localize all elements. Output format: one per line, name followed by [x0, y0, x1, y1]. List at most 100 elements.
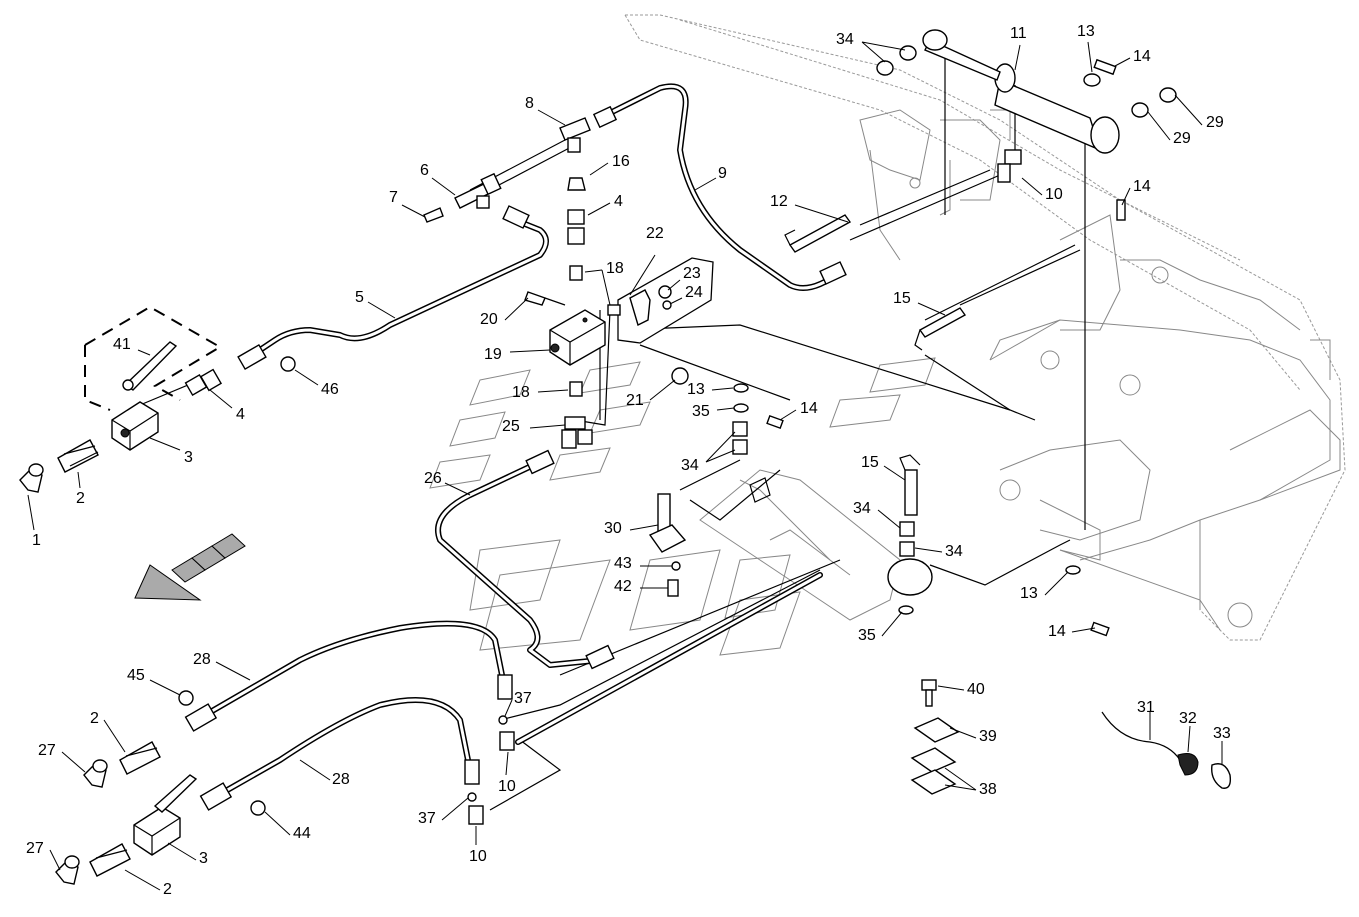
direction-arrow-icon [134, 533, 246, 601]
cylinder-11 [922, 29, 1120, 154]
callout-c25: 25 [502, 418, 520, 435]
bolt-20 [524, 291, 566, 306]
pin-15-upper [914, 307, 967, 351]
callout-c3a: 3 [184, 449, 193, 466]
callout-c34a: 34 [836, 31, 854, 48]
bracket-30 [648, 493, 687, 597]
valve-block-19 [549, 309, 606, 366]
callout-c34d: 34 [945, 543, 963, 560]
dust-cap-27-upper [83, 759, 108, 788]
bushings-34-top [876, 45, 1177, 221]
callout-leaders [27, 41, 1223, 891]
callout-c20: 20 [480, 311, 498, 328]
ball-valve-3-upper [111, 401, 159, 451]
callout-c35b: 35 [858, 627, 876, 644]
callout-c38: 38 [979, 781, 997, 798]
callout-c24: 24 [685, 284, 703, 301]
fittings-side [607, 285, 689, 385]
callout-c3b: 3 [199, 850, 208, 867]
callout-c2b: 2 [90, 710, 99, 727]
callout-c2c: 2 [163, 881, 172, 898]
adapter-4-upper [184, 368, 223, 397]
callout-c1: 1 [32, 532, 41, 549]
bolt-40 [921, 679, 937, 707]
plate-39 [913, 717, 960, 743]
callout-c32: 32 [1179, 710, 1197, 727]
callout-c28b: 28 [332, 771, 350, 788]
callout-c29b: 29 [1173, 130, 1191, 147]
callout-c28a: 28 [193, 651, 211, 668]
callout-c40: 40 [967, 681, 985, 698]
callout-c11: 11 [1010, 25, 1027, 42]
callout-c14b: 14 [1133, 178, 1151, 195]
callout-c18b: 18 [512, 384, 530, 401]
callout-c14c: 14 [800, 400, 818, 417]
callout-c34b: 34 [681, 457, 699, 474]
coupling-2-middle [119, 741, 161, 775]
callout-c30: 30 [604, 520, 622, 537]
detail-box-valve [84, 305, 222, 411]
elbow-fitting-10-top [997, 149, 1022, 183]
callout-c42: 42 [614, 578, 632, 595]
callout-c5: 5 [355, 289, 364, 306]
callout-c7: 7 [389, 189, 398, 206]
callout-c2a: 2 [76, 490, 85, 507]
callout-c18a: 18 [606, 260, 624, 277]
callout-c16: 16 [612, 153, 630, 170]
fittings-column [559, 117, 593, 449]
callout-c12: 12 [770, 193, 788, 210]
callout-c27a: 27 [38, 742, 56, 759]
callout-c26: 26 [424, 470, 442, 487]
callout-c13c: 13 [1020, 585, 1038, 602]
dust-cap-27-lower [55, 855, 80, 885]
callout-c33: 33 [1213, 725, 1231, 742]
cap-44 [250, 800, 266, 816]
callout-c15a: 15 [893, 290, 911, 307]
implement-bar-outline [699, 469, 933, 621]
callout-c43: 43 [614, 555, 632, 572]
callout-c14d: 14 [1048, 623, 1066, 640]
callout-c13b: 13 [687, 381, 705, 398]
callout-c35a: 35 [692, 403, 710, 420]
callout-c19: 19 [484, 346, 502, 363]
assembly-lines [139, 55, 1086, 811]
pin-12 [784, 214, 852, 253]
callout-c27b: 27 [26, 840, 44, 857]
callout-c4a: 4 [236, 406, 245, 423]
plug-7 [423, 207, 444, 223]
hose-28-lower [199, 697, 480, 811]
callout-c23: 23 [683, 265, 701, 282]
callout-c34c: 34 [853, 500, 871, 517]
ball-valve-3-lower [133, 774, 198, 856]
callout-c13a: 13 [1077, 23, 1095, 40]
hose-5 [237, 205, 549, 371]
cable-31 [1101, 711, 1181, 761]
dust-cap-1 [19, 463, 44, 493]
hose-26 [435, 449, 615, 670]
cap-46 [280, 356, 296, 372]
callout-c31: 31 [1137, 699, 1155, 716]
floor-pattern-outline [429, 357, 936, 656]
callout-c39: 39 [979, 728, 997, 745]
elbow-fitting-10-lower [467, 715, 515, 825]
callout-c9: 9 [718, 165, 727, 182]
clamp-38 [910, 747, 957, 795]
callout-c21: 21 [626, 392, 644, 409]
callout-c14a: 14 [1133, 48, 1151, 65]
callout-c8: 8 [525, 95, 534, 112]
clip-32 [1177, 753, 1199, 776]
hose-28-upper [184, 620, 513, 732]
hose-rear-line [515, 572, 823, 745]
callout-c44: 44 [293, 825, 311, 842]
callout-c45: 45 [127, 667, 145, 684]
callout-c10a: 10 [1045, 186, 1063, 203]
washers-and-bushings-center [732, 383, 1110, 637]
callout-c4b: 4 [614, 193, 623, 210]
callout-c10b: 10 [498, 778, 516, 795]
coupling-2-upper [57, 439, 99, 473]
callout-c29a: 29 [1206, 114, 1224, 131]
sleeve-33 [1211, 763, 1232, 789]
callout-c41: 41 [113, 336, 131, 353]
